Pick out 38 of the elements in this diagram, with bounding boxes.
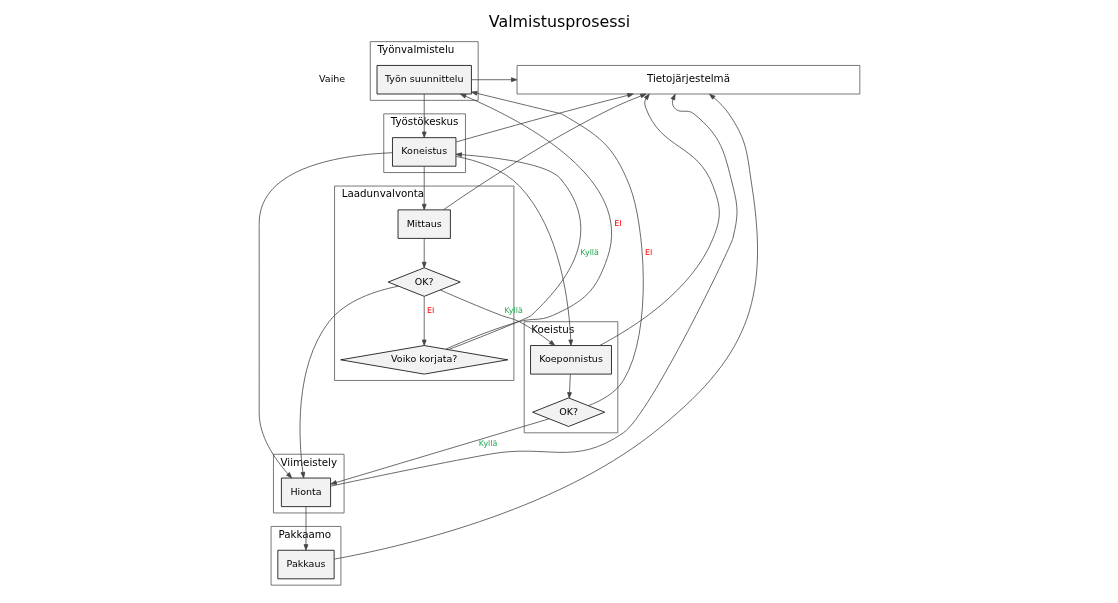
edge-label: Kyllä	[478, 438, 497, 448]
arrow	[421, 296, 427, 346]
node-diamond: OK?	[531, 397, 605, 427]
diagram-title: Valmistusprosessi	[488, 12, 630, 32]
edge-label: EI	[426, 306, 434, 316]
node-box: Tietojärjestelmä	[516, 65, 860, 95]
arrow	[470, 77, 517, 83]
node-box: Koneistus	[391, 137, 456, 167]
arrow	[447, 152, 581, 350]
arrow	[329, 93, 737, 487]
node-box: Hionta	[280, 477, 331, 507]
arrow	[455, 93, 634, 143]
arrow	[421, 93, 427, 138]
arrow	[333, 93, 758, 560]
arrow	[445, 93, 612, 350]
node-box: Työn suunnittelu	[376, 65, 472, 95]
arrow	[303, 506, 308, 551]
arrow	[299, 285, 399, 479]
node-box: Mittaus	[397, 209, 451, 239]
arrow	[330, 418, 549, 485]
edge-label: EI	[613, 219, 621, 229]
edge-label: Kyllä	[503, 306, 523, 316]
node-diamond: Voiko korjata?	[339, 345, 508, 375]
node-box: Koeponnistus	[529, 345, 612, 375]
arrow	[455, 156, 573, 346]
node-diamond: OK?	[387, 267, 461, 297]
node-box: Pakkaus	[276, 549, 335, 580]
edge-label: Kyllä	[579, 248, 599, 258]
edge-label: EI	[644, 248, 652, 258]
label: Vaihe	[318, 73, 345, 85]
arrow	[470, 91, 644, 406]
arrow	[439, 289, 555, 346]
arrow	[421, 238, 427, 269]
arrow	[421, 165, 427, 211]
arrow	[566, 373, 572, 399]
arrow	[598, 93, 720, 346]
arrow	[258, 152, 393, 479]
arrow	[442, 93, 647, 211]
